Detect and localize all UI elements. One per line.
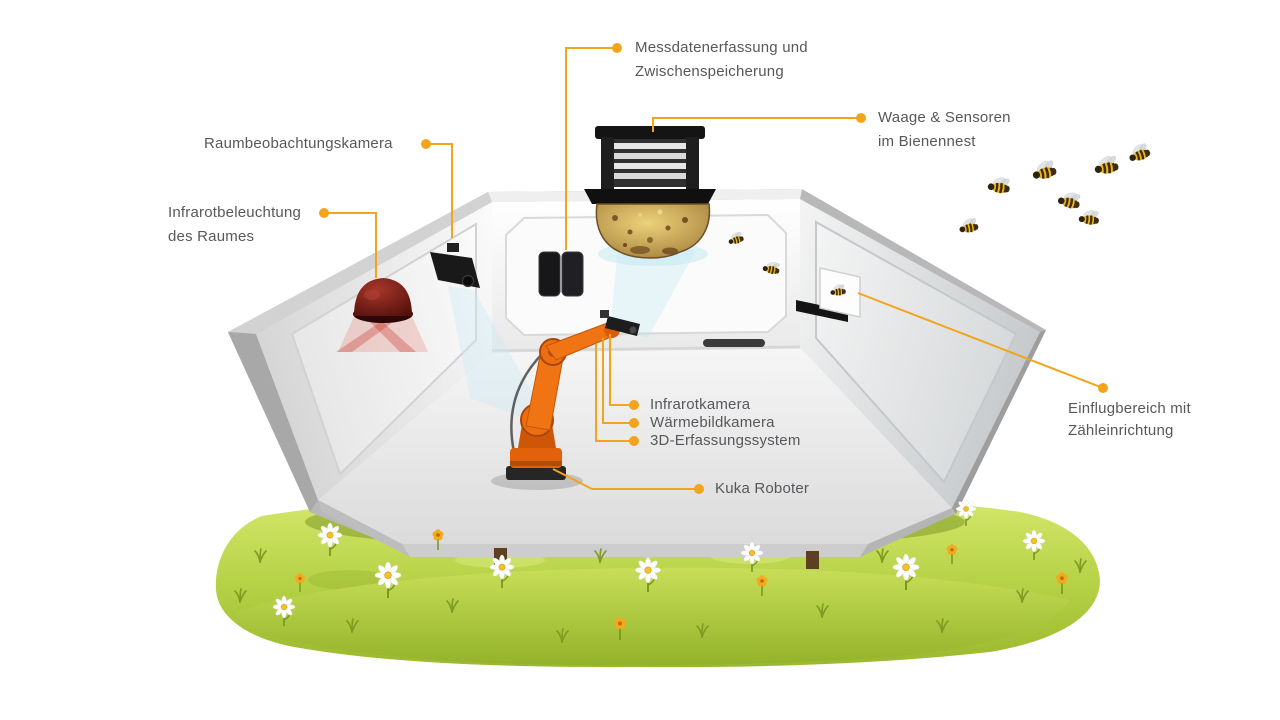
leader-line-infrarotbeleuchtung [324, 212, 377, 278]
label-waage-sensoren: Waage & Sensoren im Bienennest [878, 106, 1011, 154]
label-line: Wärmebildkamera [650, 414, 775, 431]
label-line: Waage & Sensoren [878, 109, 1011, 126]
label-line: Kuka Roboter [715, 480, 810, 497]
label-line: Infrarotbeleuchtung [168, 204, 302, 221]
kuka-robot [491, 310, 640, 490]
leader-line-messdaten [565, 47, 617, 250]
label-line: Infrarotkamera [650, 396, 751, 413]
beehive-comb [595, 203, 711, 338]
label-line: Einflugbereich mit [1068, 400, 1191, 417]
wall-display-panels [538, 251, 584, 297]
label-line: Raumbeobachtungskamera [204, 135, 393, 152]
entry-counter-area [796, 267, 861, 322]
leader-line-kuka [552, 468, 699, 490]
leader-dot-waermebildkamera [629, 418, 639, 428]
leader-line-waage [652, 117, 861, 132]
leader-lines [324, 47, 1104, 490]
label-kuka-roboter: Kuka Roboter [715, 477, 809, 501]
label-einflugbereich: Einflugbereich mit Zähleinrichtung [1068, 398, 1191, 442]
leader-line-einflugbereich [857, 292, 1104, 389]
leader-line-raumkamera [426, 143, 453, 238]
leader-dot-raumkamera [421, 139, 431, 149]
leader-dot-einflugbereich [1098, 383, 1108, 393]
leader-dots [319, 43, 1108, 494]
leader-dot-kuka [694, 484, 704, 494]
leader-dot-infrarotkamera [629, 400, 639, 410]
infrared-light [336, 278, 428, 352]
label-line: im Bienennest [878, 133, 976, 150]
leader-dot-waage [856, 113, 866, 123]
leader-line-3d-erfassung [595, 344, 634, 442]
grass-foreground [234, 548, 1087, 666]
leader-line-waermebildkamera [602, 338, 634, 424]
label-messdatenerfassung: Messdatenerfassung und Zwischenspeicheru… [635, 36, 808, 84]
label-line: Messdatenerfassung und [635, 39, 808, 56]
leader-dot-infrarotbeleuchtung [319, 208, 329, 218]
label-infrarotbeleuchtung: Infrarotbeleuchtung des Raumes [168, 201, 301, 249]
label-raumbeobachtungskamera: Raumbeobachtungskamera [204, 132, 393, 156]
label-line: 3D-Erfassungssystem [650, 432, 801, 449]
label-line: Zähleinrichtung [1068, 422, 1174, 439]
label-line: Zwischenspeicherung [635, 63, 784, 80]
leader-line-infrarotkamera [609, 334, 634, 406]
scale-sensor-device [584, 126, 716, 204]
leader-dot-messdaten [612, 43, 622, 53]
label-sensorkopf: Infrarotkamera Wärmebildkamera 3D-Erfass… [650, 396, 801, 450]
room-camera [430, 243, 552, 428]
label-line: des Raumes [168, 228, 255, 245]
leader-dot-3d-erfassung [629, 436, 639, 446]
